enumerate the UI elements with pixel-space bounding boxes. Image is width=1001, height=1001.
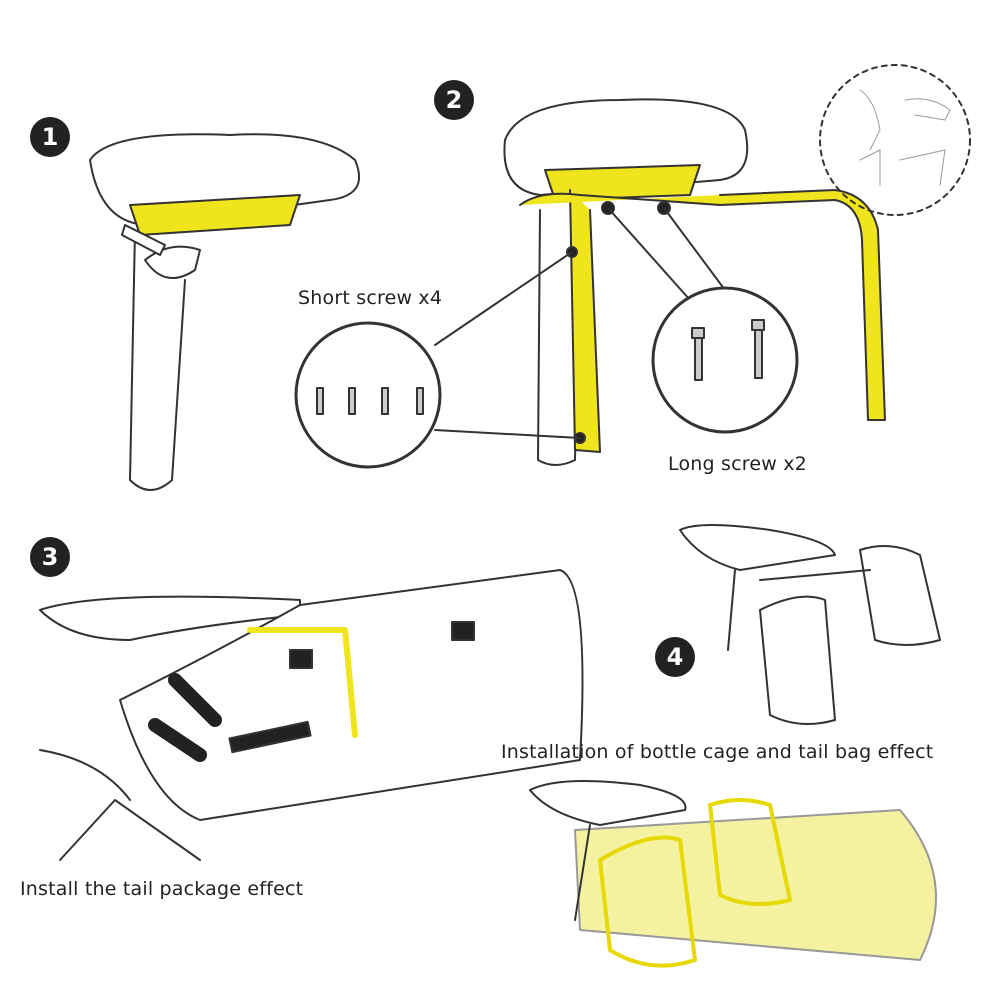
step-4-badge: 4 (655, 637, 695, 677)
tail-package-caption: Install the tail package effect (20, 878, 304, 900)
short-screw-label: Short screw x4 (298, 287, 443, 309)
step1-saddle-illustration (89, 133, 360, 491)
short-screw-callout (294, 321, 442, 469)
step4-bottle-cage-illustration (679, 524, 941, 725)
step-2-badge: 2 (434, 80, 474, 120)
bottle-cage-caption: Installation of bottle cage and tail bag… (501, 741, 934, 763)
long-screw-label: Long screw x2 (668, 453, 807, 475)
step-3-badge: 3 (30, 537, 70, 577)
step-1-badge: 1 (30, 117, 70, 157)
step3-tail-bag-illustration (39, 569, 584, 861)
reference-views-circle (819, 64, 971, 216)
long-screw-callout (651, 286, 799, 434)
step2-rack-illustration (294, 98, 886, 469)
step4-bottle-cage-bag-illustration (529, 780, 937, 968)
